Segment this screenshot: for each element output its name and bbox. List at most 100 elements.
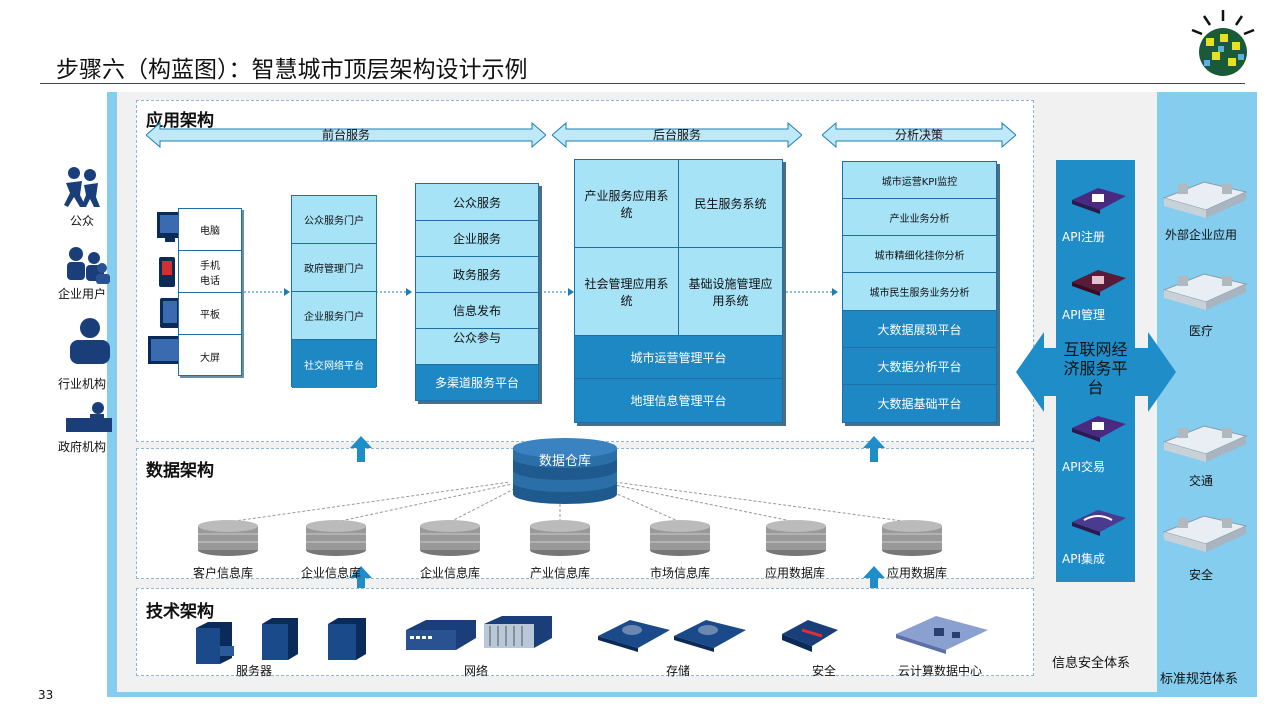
external-app-icon	[1162, 515, 1248, 552]
api-label: API交易	[1062, 460, 1105, 474]
external-app-icon	[1162, 425, 1248, 462]
title-divider	[40, 83, 1245, 84]
database-label: 应用数据库	[764, 566, 825, 580]
external-app-label: 安全	[1188, 568, 1213, 582]
platform-double-arrow	[1016, 332, 1176, 412]
front-service-arrow: 前台服务	[146, 122, 546, 148]
data-warehouse-icon	[513, 438, 617, 504]
phone-icon	[159, 257, 175, 287]
analysis-item[interactable]: 产业业务分析	[843, 199, 996, 236]
device-item[interactable]: 平板	[179, 293, 241, 335]
device-item[interactable]: 手机 电话	[179, 251, 241, 293]
database-label: 客户信息库	[192, 566, 253, 580]
section-title: 数据架构	[146, 461, 214, 481]
page-number: 33	[38, 688, 54, 702]
people-icon	[64, 167, 100, 207]
flow-connectors	[244, 288, 838, 296]
backend-systems: 产业服务应用系统 民生服务系统 社会管理应用系统 基础设施管理应用系统 城市运营…	[574, 159, 783, 423]
database-icon	[420, 520, 480, 556]
service-item[interactable]: 政务服务	[416, 257, 538, 293]
database-label: 市场信息库	[649, 566, 710, 580]
group-icon	[67, 247, 110, 284]
backend-platform[interactable]: 城市运营管理平台	[575, 336, 782, 379]
back-service-arrow: 后台服务	[552, 122, 802, 148]
up-arrow-icon	[350, 436, 372, 462]
network-icon	[406, 620, 476, 650]
service-item[interactable]: 信息发布	[416, 293, 538, 329]
server-icon	[328, 618, 366, 660]
analysis-item[interactable]: 城市民生服务业务分析	[843, 273, 996, 311]
api-label: API管理	[1062, 308, 1105, 322]
database-label: 企业信息库	[419, 566, 480, 580]
database-icon	[530, 520, 590, 556]
page-title: 步骤六（构蓝图）：智慧城市顶层架构设计示例	[56, 57, 528, 83]
server-icon	[262, 618, 298, 660]
api-trade-icon	[1072, 416, 1126, 442]
analysis-arrow: 分析决策	[822, 122, 1016, 148]
tablet-icon	[160, 298, 180, 328]
api-manage-icon	[1072, 270, 1126, 296]
device-item[interactable]: 电脑	[179, 209, 241, 251]
external-app-label: 外部企业应用	[1164, 228, 1237, 242]
backend-item[interactable]: 社会管理应用系统	[575, 248, 679, 335]
analysis-platform[interactable]: 大数据分析平台	[843, 348, 996, 385]
warehouse-connectors	[227, 481, 911, 523]
user-label: 行业机构	[57, 377, 106, 391]
platform-label: 互联网经济服务平台	[1063, 340, 1128, 397]
tech-label: 网络	[464, 664, 489, 678]
database-icon	[306, 520, 366, 556]
backend-item[interactable]: 基础设施管理应用系统	[688, 276, 773, 308]
database-icon	[882, 520, 942, 556]
security-system-label: 信息安全体系	[1052, 656, 1131, 671]
analysis-list: 城市运营KPI监控 产业业务分析 城市精细化挂你分析 城市民生服务业务分析 大数…	[842, 161, 997, 423]
service-item[interactable]: 公众参与	[416, 329, 538, 365]
tech-label: 存储	[666, 664, 691, 678]
arrow-label: 后台服务	[652, 128, 701, 142]
analysis-item[interactable]: 城市运营KPI监控	[843, 162, 996, 199]
cloud-datacenter-icon	[896, 616, 988, 654]
section-title: 技术架构	[146, 602, 214, 622]
database-label: 产业信息库	[529, 566, 590, 580]
backend-platform[interactable]: 地理信息管理平台	[575, 379, 782, 422]
api-register-icon	[1072, 188, 1126, 214]
portal-item[interactable]: 政府管理门户	[292, 244, 376, 292]
backend-item[interactable]: 民生服务系统	[694, 197, 767, 211]
portal-item[interactable]: 公众服务门户	[292, 196, 376, 244]
person-icon	[70, 318, 110, 364]
service-item[interactable]: 公众服务	[416, 184, 538, 221]
up-arrow-icon	[350, 566, 372, 592]
device-list: 电脑 手机 电话 平板 大屏	[178, 208, 242, 376]
api-label: API集成	[1062, 552, 1105, 566]
tech-label: 服务器	[236, 664, 273, 678]
service-list: 公众服务 企业服务 政务服务 信息发布 公众参与 多渠道服务平台	[415, 183, 539, 401]
api-label: API注册	[1062, 230, 1105, 244]
arrow-label: 前台服务	[321, 128, 370, 142]
network-icon	[484, 616, 552, 648]
analysis-platform[interactable]: 大数据展现平台	[843, 311, 996, 348]
database-label: 应用数据库	[886, 566, 947, 580]
device-item[interactable]: 大屏	[200, 352, 220, 364]
external-app-label: 医疗	[1188, 324, 1213, 338]
security-appliance-icon	[782, 620, 838, 652]
section-title: 应用架构	[146, 111, 214, 131]
server-icon	[196, 622, 234, 664]
backend-item[interactable]: 产业服务应用系统	[575, 160, 679, 247]
warehouse-label: 数据仓库	[538, 454, 591, 469]
up-arrow-icon	[863, 566, 885, 592]
storage-icon	[598, 620, 670, 652]
up-arrow-icon	[863, 436, 885, 462]
portal-item[interactable]: 社交网络平台	[292, 340, 376, 388]
tech-label: 云计算数据中心	[898, 664, 983, 678]
analysis-platform[interactable]: 大数据基础平台	[843, 385, 996, 422]
analysis-item[interactable]: 城市精细化挂你分析	[843, 236, 996, 273]
user-label: 公众	[69, 214, 94, 228]
service-platform[interactable]: 多渠道服务平台	[416, 365, 538, 400]
external-app-label: 交通	[1188, 474, 1213, 488]
big-screen-icon	[148, 336, 182, 364]
tech-label: 安全	[812, 664, 837, 678]
portal-item[interactable]: 企业服务门户	[292, 292, 376, 340]
user-label: 企业用户	[57, 287, 106, 301]
database-icon	[198, 520, 258, 556]
service-item[interactable]: 企业服务	[416, 221, 538, 257]
portal-list: 公众服务门户 政府管理门户 企业服务门户 社交网络平台	[291, 195, 377, 388]
